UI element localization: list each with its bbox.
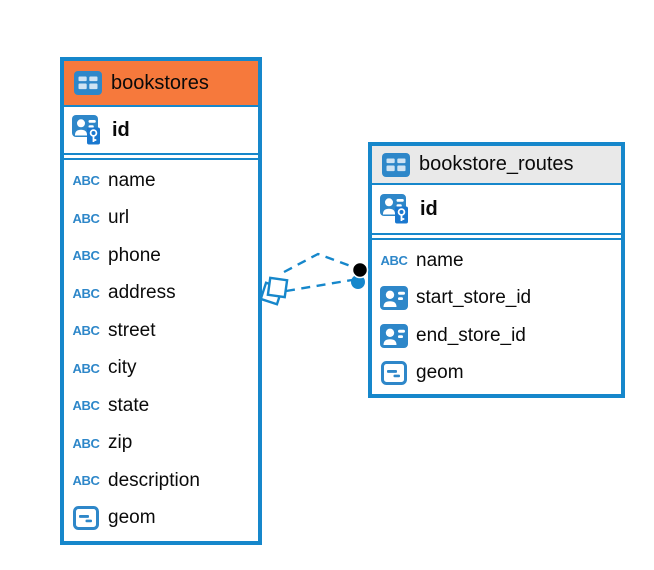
- person-ref-icon: [380, 286, 408, 311]
- column-row[interactable]: ABC phone: [64, 237, 258, 275]
- column-row[interactable]: ABC url: [64, 200, 258, 238]
- column-name: url: [108, 207, 130, 229]
- relation-line-upper[interactable]: [283, 252, 357, 274]
- column-row[interactable]: ABC city: [64, 350, 258, 388]
- relation-line-lower[interactable]: [285, 278, 353, 293]
- column-name: end_store_id: [416, 324, 526, 346]
- columns-section: ABC name ABC url ABC phone ABC address ABC st…: [64, 158, 258, 541]
- table-title: bookstore_routes: [419, 153, 574, 175]
- column-name: city: [108, 357, 137, 379]
- table-header[interactable]: bookstores: [64, 61, 258, 107]
- relation-dot-blue[interactable]: [351, 275, 365, 289]
- person-ref-icon: [380, 323, 408, 348]
- column-row[interactable]: ABC state: [64, 387, 258, 425]
- person-id-key-icon: [72, 115, 104, 145]
- column-name: name: [416, 249, 464, 271]
- column-row[interactable]: geom: [372, 355, 621, 393]
- table-bookstores[interactable]: bookstores id ABC name ABC url ABC phone AB…: [60, 57, 262, 545]
- relation-edge[interactable]: [259, 252, 369, 306]
- text-abc-icon: ABC: [72, 360, 100, 376]
- column-row[interactable]: ABC name: [64, 162, 258, 200]
- relation-dot-black[interactable]: [351, 261, 369, 279]
- text-abc-icon: ABC: [72, 210, 100, 226]
- column-name: street: [108, 319, 156, 341]
- column-row[interactable]: ABC address: [64, 275, 258, 313]
- column-name: start_store_id: [416, 287, 532, 309]
- section-divider: [64, 155, 258, 158]
- text-abc-icon: ABC: [72, 323, 100, 339]
- column-row[interactable]: ABC name: [372, 242, 621, 280]
- column-row[interactable]: geom: [64, 500, 258, 538]
- table-icon: [74, 71, 102, 95]
- table-title: bookstores: [111, 71, 209, 94]
- text-abc-icon: ABC: [72, 435, 100, 451]
- column-name: id: [420, 197, 438, 220]
- column-name: geom: [416, 362, 464, 384]
- column-row[interactable]: end_store_id: [372, 317, 621, 355]
- column-name: description: [108, 469, 200, 491]
- table-bookstore-routes[interactable]: bookstore_routes id ABC name start_store_…: [368, 142, 625, 398]
- column-row-pk[interactable]: id: [64, 107, 258, 155]
- column-row-pk[interactable]: id: [372, 185, 621, 235]
- table-header[interactable]: bookstore_routes: [372, 146, 621, 185]
- column-row[interactable]: ABC zip: [64, 425, 258, 463]
- column-row[interactable]: ABC street: [64, 312, 258, 350]
- person-id-key-icon: [380, 194, 412, 224]
- column-name: address: [108, 282, 176, 304]
- text-abc-icon: ABC: [380, 253, 408, 269]
- text-abc-icon: ABC: [72, 398, 100, 414]
- column-name: id: [112, 118, 130, 141]
- table-icon: [382, 152, 410, 177]
- column-name: zip: [108, 432, 133, 454]
- columns-section: ABC name start_store_id end_store_id geom: [372, 238, 621, 394]
- column-name: phone: [108, 244, 161, 266]
- geometry-icon: [72, 506, 100, 531]
- column-name: geom: [108, 507, 156, 529]
- relation-diamond-marker[interactable]: [259, 276, 289, 306]
- text-abc-icon: ABC: [72, 173, 100, 189]
- text-abc-icon: ABC: [72, 473, 100, 489]
- column-row[interactable]: ABC description: [64, 462, 258, 500]
- column-name: name: [108, 169, 156, 191]
- text-abc-icon: ABC: [72, 285, 100, 301]
- column-name: state: [108, 394, 150, 416]
- text-abc-icon: ABC: [72, 248, 100, 264]
- geometry-icon: [380, 361, 408, 386]
- section-divider: [372, 235, 621, 238]
- column-row[interactable]: start_store_id: [372, 280, 621, 318]
